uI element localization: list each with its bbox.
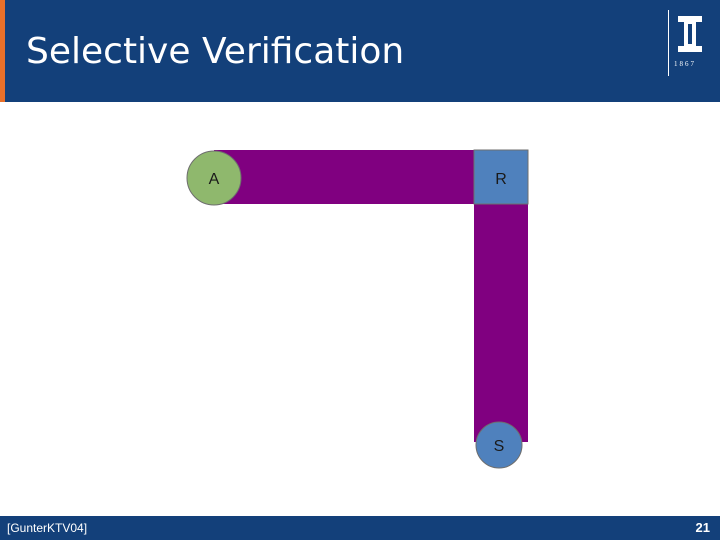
university-logo: 1867 (668, 10, 710, 76)
logo-year: 1867 (674, 60, 696, 68)
logo-divider (668, 10, 669, 76)
node-a (186, 150, 242, 206)
node-a-label: A (209, 171, 220, 188)
header-bar: Selective Verification 1867 (0, 0, 720, 102)
node-diagram: A R S (186, 149, 529, 469)
header-accent-stripe (0, 0, 5, 102)
slide-title: Selective Verification (26, 31, 405, 72)
node-s (475, 421, 523, 469)
citation-text: [GunterKTV04] (7, 521, 88, 535)
node-s-label: S (494, 438, 505, 455)
link-a-r (214, 150, 476, 204)
page-number: 21 (695, 520, 710, 535)
node-r (473, 149, 529, 205)
footer-bar: [GunterKTV04] 21 (0, 516, 720, 540)
node-r-label: R (495, 171, 507, 188)
link-r-s (474, 202, 528, 442)
column-logo-icon (678, 16, 702, 52)
